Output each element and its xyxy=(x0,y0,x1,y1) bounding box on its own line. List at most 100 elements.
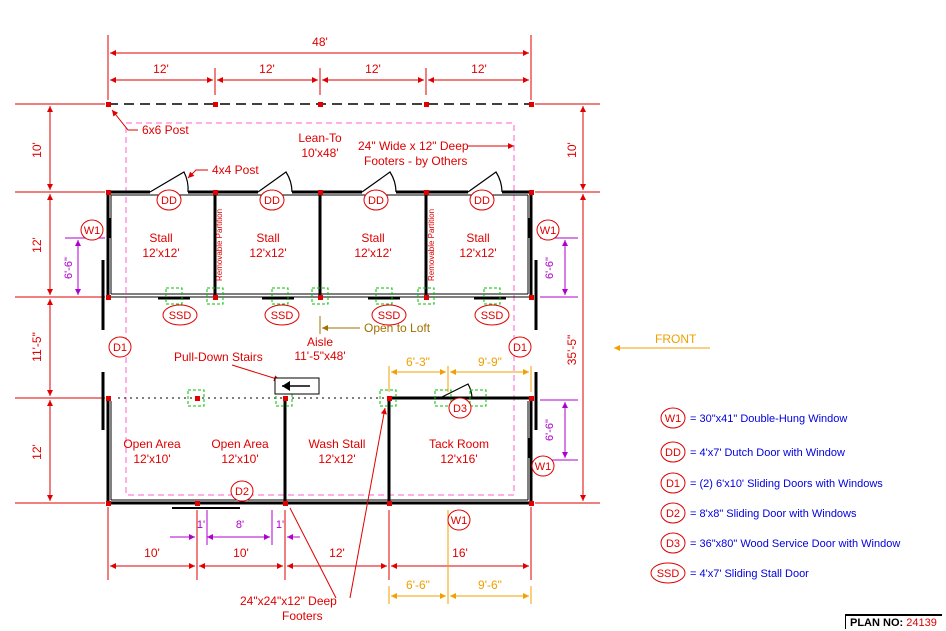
note-open-to-loft: Open to Loft xyxy=(364,321,431,335)
legend-text-d2: = 8'x8" Sliding Door with Windows xyxy=(690,508,857,520)
lean-to-size: 10'x48' xyxy=(301,146,338,160)
legend-text-d1: = (2) 6'x10' Sliding Doors with Windows xyxy=(690,478,883,490)
dim-right-top: 10' xyxy=(565,142,579,158)
dim-right-total: 35'-5" xyxy=(565,335,579,366)
legend-text-d3: = 36"x80" Wood Service Door with Window xyxy=(690,538,900,550)
dim-tack-1: 6'-6" xyxy=(406,578,430,592)
stall-3-size: 12'x12' xyxy=(354,246,391,260)
front-indicator: FRONT xyxy=(614,332,710,351)
plan-tags xyxy=(80,189,560,531)
tag-d3: D3 xyxy=(453,403,467,415)
legend-tag-ssd: SSD xyxy=(657,568,680,580)
tag-d2: D2 xyxy=(235,486,249,498)
stall-3-name: Stall xyxy=(361,231,384,245)
stall-4-size: 12'x12' xyxy=(459,246,496,260)
tack-room-size: 12'x16' xyxy=(440,452,477,466)
tack-room-name: Tack Room xyxy=(429,437,489,451)
right-dimensions xyxy=(535,103,600,504)
legend-tag-d2: D2 xyxy=(666,508,680,520)
dim-top-bay-1: 12' xyxy=(153,62,169,76)
dim-left-3: 11'-5" xyxy=(30,332,44,362)
dim-left-4: 12' xyxy=(30,444,44,460)
removable-partition-label-1: Removable Partition xyxy=(215,209,224,281)
dim-tack-2: 9'-6" xyxy=(478,578,502,592)
tag-dd-4: DD xyxy=(474,195,490,207)
open-area-1-size: 12'x10' xyxy=(133,452,170,466)
tag-ssd-2: SSD xyxy=(271,310,294,322)
dim-small-3: 1' xyxy=(276,519,284,531)
interior-posts xyxy=(106,190,534,506)
plan-number-value: 24139 xyxy=(906,617,937,629)
front-label: FRONT xyxy=(655,332,697,346)
tag-w1-right-upper: W1 xyxy=(540,225,557,237)
legend: W1 DD D1 D2 D3 SSD = 30"x41" Double-Hung… xyxy=(650,407,900,584)
wash-stall-name: Wash Stall xyxy=(309,437,366,451)
legend-tag-w1: W1 xyxy=(665,413,682,425)
windows-w1 xyxy=(107,218,532,505)
dim-top-bay-2: 12' xyxy=(259,62,275,76)
stall-2-name: Stall xyxy=(256,231,279,245)
legend-text-w1: = 30"x41" Double-Hung Window xyxy=(690,413,847,425)
tag-w1-right-lower: W1 xyxy=(535,461,552,473)
plan-number-box: PLAN NO: 24139 xyxy=(845,614,942,629)
top-dimensions xyxy=(107,35,532,100)
dim-aisle-1: 6'-3" xyxy=(406,355,430,369)
dim-bottom-3: 12' xyxy=(329,546,345,560)
note-4x4-post: 4x4 Post xyxy=(212,163,259,177)
tag-d1-left: D1 xyxy=(113,342,127,354)
legend-tag-d3: D3 xyxy=(666,538,680,550)
aisle-name: Aisle xyxy=(307,335,333,349)
tag-w1-left: W1 xyxy=(84,225,101,237)
note-6x6-post: 6x6 Post xyxy=(142,123,189,137)
sliding-doors-d1 xyxy=(101,260,538,430)
dim-aisle-2: 9'-9" xyxy=(478,355,502,369)
footer-outline-lean-to xyxy=(125,122,515,496)
note-pull-down-stairs: Pull-Down Stairs xyxy=(174,350,263,364)
legend-text-dd: = 4'x7' Dutch Door with Window xyxy=(690,447,845,459)
dim-window-left: 6'-6" xyxy=(63,257,75,279)
tag-dd-1: DD xyxy=(161,195,177,207)
note-deep-footers-b: Footers xyxy=(282,609,323,623)
dim-window-right-upper: 6'-6" xyxy=(544,257,556,279)
aisle-size: 11'-5"x48' xyxy=(294,349,345,363)
plan-number-label: PLAN NO: xyxy=(850,617,904,629)
aisle-dims xyxy=(388,366,532,392)
open-area-2-name: Open Area xyxy=(211,437,269,451)
dim-small-1: 1' xyxy=(197,519,205,531)
stall-2-size: 12'x12' xyxy=(249,246,286,260)
note-deep-footers: 24"x24"x12" Deep xyxy=(240,594,337,608)
open-to-loft-callout: Open to Loft xyxy=(319,316,431,335)
dim-bottom-1: 10' xyxy=(144,546,160,560)
lean-to-name: Lean-To xyxy=(298,131,342,145)
dim-overall-width: 48' xyxy=(312,35,328,49)
dim-left-1: 10' xyxy=(30,142,44,158)
bottom-dimensions xyxy=(107,507,532,580)
tag-d1-right: D1 xyxy=(513,342,527,354)
stall-4-name: Stall xyxy=(466,231,489,245)
tag-dd-2: DD xyxy=(264,195,280,207)
stall-1-name: Stall xyxy=(149,231,172,245)
tag-ssd-3: SSD xyxy=(378,310,401,322)
legend-tag-d1: D1 xyxy=(666,478,680,490)
pull-down-stairs-icon xyxy=(274,377,320,395)
dim-top-bay-4: 12' xyxy=(471,62,487,76)
open-area-1-name: Open Area xyxy=(123,437,181,451)
note-footers-24-b: Footers - by Others xyxy=(364,154,467,168)
dim-bottom-4: 16' xyxy=(452,546,468,560)
tag-ssd-1: SSD xyxy=(169,310,192,322)
legend-tag-dd: DD xyxy=(665,447,681,459)
stall-1-size: 12'x12' xyxy=(142,246,179,260)
dutch-door-swings xyxy=(149,171,503,399)
dim-window-right-lower: 6'-6" xyxy=(544,419,556,441)
removable-partition-label-2: Removable Partition xyxy=(427,209,436,281)
tag-dd-3: DD xyxy=(368,195,384,207)
note-footers-24: 24" Wide x 12" Deep xyxy=(358,139,469,153)
dim-small-2: 8' xyxy=(236,519,244,531)
dim-bottom-2: 10' xyxy=(233,546,249,560)
left-dimensions xyxy=(15,103,105,504)
tack-room-bottom-dims xyxy=(388,510,532,604)
legend-text-ssd: = 4'x7' Sliding Stall Door xyxy=(690,568,809,580)
dim-left-2: 12' xyxy=(30,237,44,253)
tag-ssd-4: SSD xyxy=(481,310,504,322)
